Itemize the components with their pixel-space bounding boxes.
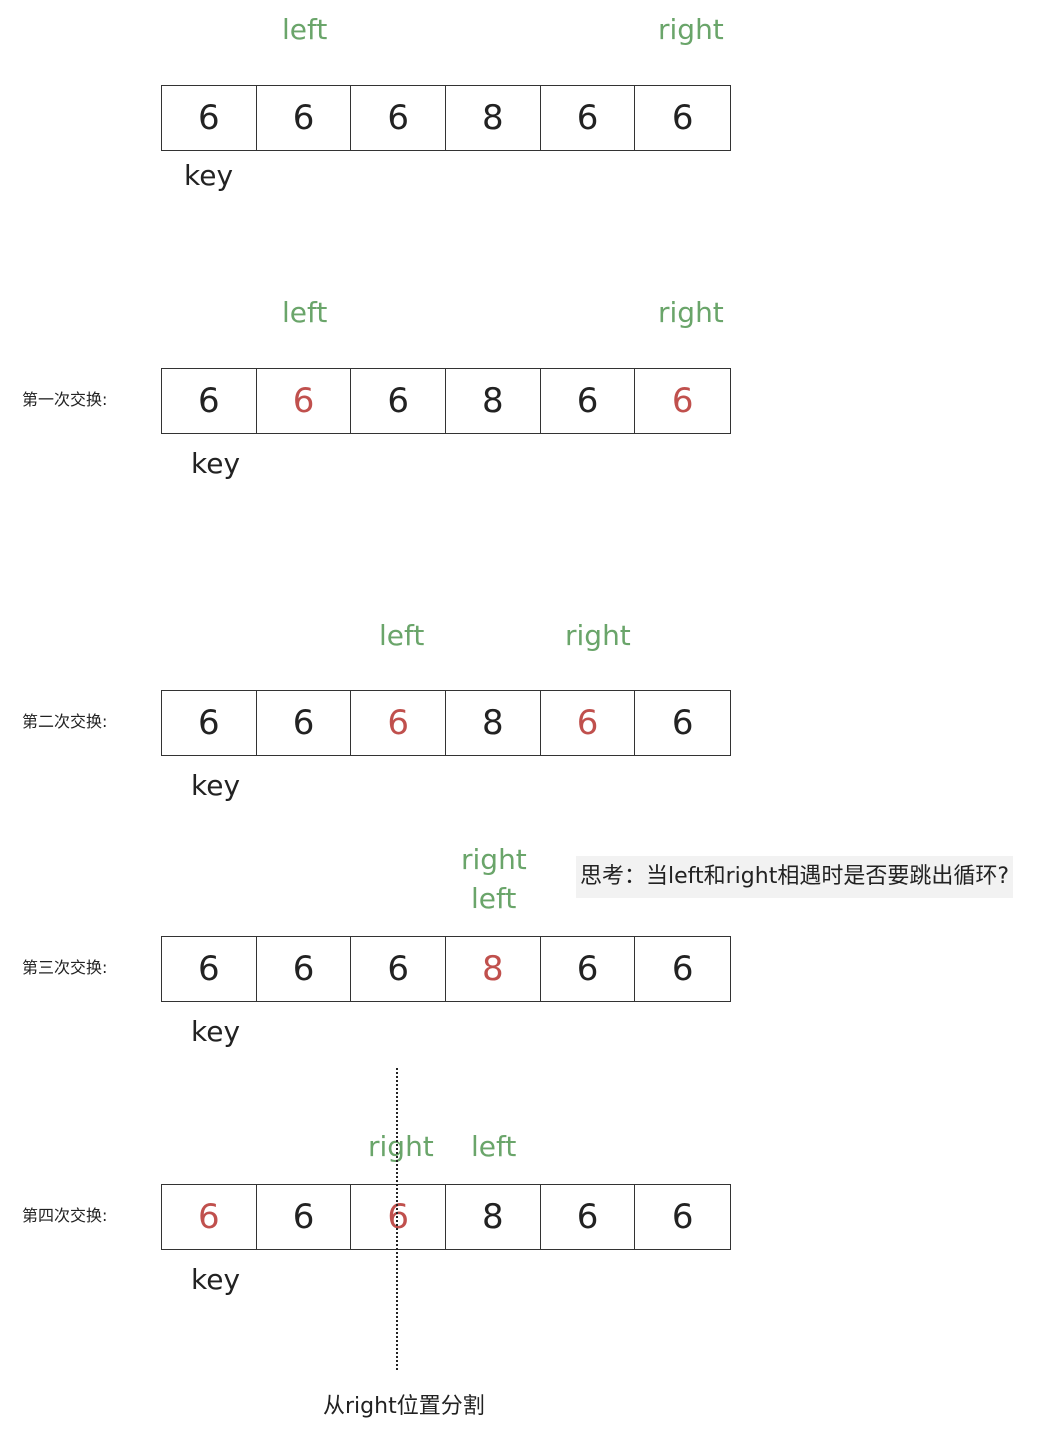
array-cell: 6	[541, 369, 636, 433]
array-row-1: 6 6 6 8 6 6	[161, 85, 731, 151]
pointer-right: right	[658, 296, 724, 329]
pointer-left: left	[379, 619, 425, 652]
array-cell: 6	[257, 86, 352, 150]
row-label: 第一次交换:	[22, 390, 108, 409]
array-cell: 6	[351, 86, 447, 150]
array-cell: 6	[162, 937, 257, 1001]
array-cell: 6	[671, 1197, 694, 1237]
array-cell: 8	[446, 1185, 541, 1249]
split-caption: 从right位置分割	[323, 1394, 485, 1419]
array-row-3: 6 6 6 8 6 6	[161, 690, 731, 756]
row-label: 第二次交换:	[22, 712, 108, 731]
array-cell: 6	[671, 98, 694, 138]
array-cell: 6	[351, 691, 447, 755]
key-label: key	[184, 159, 234, 192]
pointer-left: left	[282, 13, 328, 46]
key-label: key	[191, 447, 241, 480]
pointer-left: left	[471, 1130, 517, 1163]
array-cell: 6	[351, 369, 447, 433]
array-row-5: 6 6 6 8 6 6	[161, 1184, 731, 1250]
array-cell: 6	[257, 369, 352, 433]
array-row-4: 6 6 6 8 6 6	[161, 936, 731, 1002]
row-label: 第三次交换:	[22, 958, 108, 977]
array-cell: 6	[671, 381, 694, 421]
array-cell: 6	[257, 937, 352, 1001]
split-dotted-line	[396, 1068, 398, 1370]
pointer-right: right	[658, 13, 724, 46]
key-label: key	[191, 769, 241, 802]
thinking-note: 思考：当left和right相遇时是否要跳出循环?	[576, 856, 1014, 898]
array-cell: 6	[351, 1185, 447, 1249]
pointer-right: right	[461, 843, 527, 876]
pointer-left: left	[471, 882, 517, 915]
array-cell: 6	[162, 86, 257, 150]
array-cell: 6	[671, 949, 694, 989]
array-cell: 8	[446, 86, 541, 150]
array-cell: 6	[162, 369, 257, 433]
array-cell: 6	[541, 691, 636, 755]
row-label: 第四次交换:	[22, 1206, 108, 1225]
array-cell: 6	[257, 1185, 352, 1249]
key-label: key	[191, 1015, 241, 1048]
array-row-2: 6 6 6 8 6 6	[161, 368, 731, 434]
array-cell: 6	[162, 1185, 257, 1249]
key-label: key	[191, 1263, 241, 1296]
array-cell: 6	[541, 937, 636, 1001]
array-cell: 8	[446, 937, 541, 1001]
array-cell: 6	[257, 691, 352, 755]
pointer-right: right	[565, 619, 631, 652]
array-cell: 6	[541, 1185, 636, 1249]
array-cell: 8	[446, 691, 541, 755]
array-cell: 6	[162, 691, 257, 755]
array-cell: 6	[671, 703, 694, 743]
pointer-right: right	[368, 1130, 434, 1163]
array-cell: 6	[541, 86, 636, 150]
array-cell: 6	[351, 937, 447, 1001]
pointer-left: left	[282, 296, 328, 329]
array-cell: 8	[446, 369, 541, 433]
